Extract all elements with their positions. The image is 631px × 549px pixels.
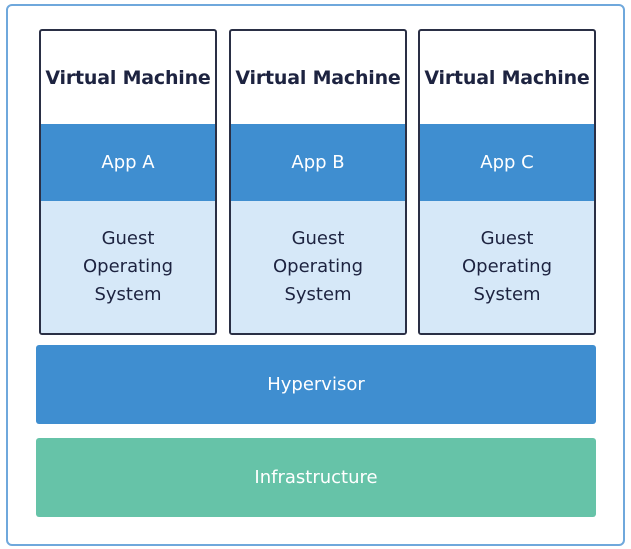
guest-os-block: Guest Operating System — [41, 201, 215, 333]
virtual-machine-2: Virtual Machine App B Guest Operating Sy… — [229, 29, 407, 335]
guest-os-label: Guest Operating System — [462, 228, 552, 305]
guest-os-label: Guest Operating System — [83, 228, 173, 305]
vm-title: Virtual Machine — [45, 66, 211, 89]
vm-title: Virtual Machine — [235, 66, 401, 89]
infrastructure-layer: Infrastructure — [36, 438, 596, 517]
guest-os-block: Guest Operating System — [420, 201, 594, 333]
app-block-c: App C — [420, 124, 594, 201]
virtual-machine-3: Virtual Machine App C Guest Operating Sy… — [418, 29, 596, 335]
vm-title: Virtual Machine — [424, 66, 590, 89]
app-block-b: App B — [231, 124, 405, 201]
guest-os-block: Guest Operating System — [231, 201, 405, 333]
app-block-a: App A — [41, 124, 215, 201]
guest-os-label: Guest Operating System — [273, 228, 363, 305]
hypervisor-layer: Hypervisor — [36, 345, 596, 424]
virtual-machine-1: Virtual Machine App A Guest Operating Sy… — [39, 29, 217, 335]
